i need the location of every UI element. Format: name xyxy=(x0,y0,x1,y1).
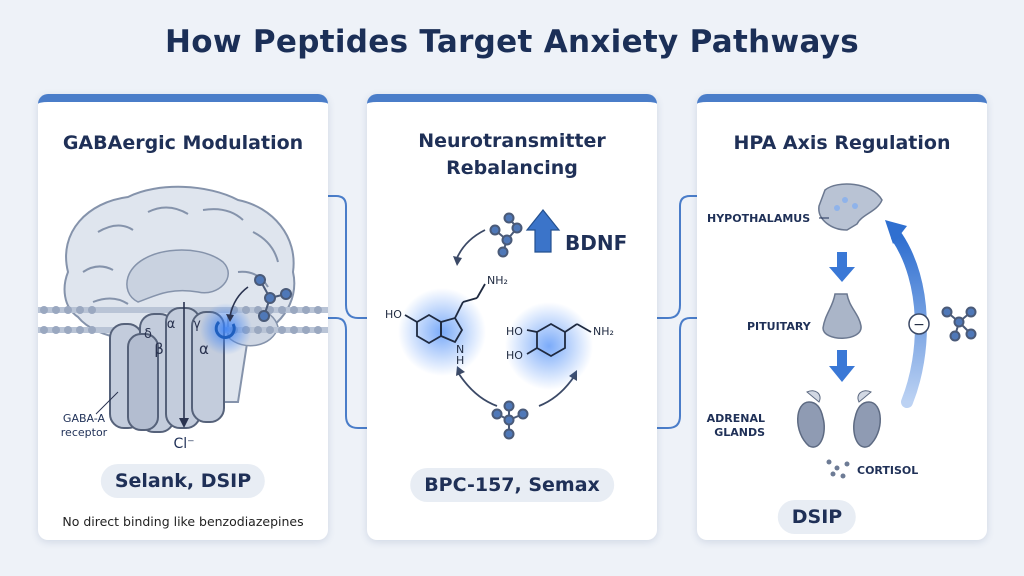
dopamine-glow xyxy=(505,302,593,390)
binding-glow xyxy=(200,303,252,355)
hypothalamus-label: HYPOTHALAMUS xyxy=(707,212,810,225)
connector-p3-bottom xyxy=(654,317,701,429)
pituitary-icon xyxy=(822,293,862,339)
subunit-label: α xyxy=(167,317,176,332)
receptor-label-line2: receptor xyxy=(61,426,108,439)
feedback-symbol: − xyxy=(913,317,925,333)
serotonin-glow xyxy=(398,288,486,376)
subunit-label: δ xyxy=(144,327,152,342)
peptide-molecule-icon xyxy=(489,212,523,258)
peptide-pill: Selank, DSIP xyxy=(100,464,266,498)
down-arrow-icon xyxy=(829,350,855,382)
inhibition-icon xyxy=(908,313,930,335)
chem-label: HO xyxy=(385,308,402,321)
panel-heading-line1: Neurotransmitter xyxy=(418,130,606,152)
adrenal-glands-icon xyxy=(797,401,881,448)
panel-neurotransmitter: Neurotransmitter Rebalancing xyxy=(367,94,657,540)
receptor-label-line1: GABA-A xyxy=(63,412,106,425)
dopamine-molecule xyxy=(526,322,592,358)
peptide-molecule-icon xyxy=(254,274,292,322)
bdnf-label: BDNF xyxy=(565,231,627,255)
ion-label: Cl⁻ xyxy=(173,436,194,452)
down-arrow-icon xyxy=(829,252,855,282)
peptide-pill: DSIP xyxy=(777,500,857,534)
panel-heading-line2: Rebalancing xyxy=(446,157,578,179)
subunit-label: γ xyxy=(193,317,201,332)
chem-label: N xyxy=(456,343,464,356)
peptide-molecule-icon xyxy=(491,400,529,440)
panel-heading: HPA Axis Regulation xyxy=(733,132,951,154)
panel-note: No direct binding like benzodiazepines xyxy=(62,514,304,529)
cortisol-label: CORTISOL xyxy=(857,464,918,477)
chem-label: H xyxy=(456,354,464,367)
chem-label: HO xyxy=(506,349,523,362)
panel-hpa-axis: HPA Axis Regulation HYPOTHALAMUS PITUITA… xyxy=(697,94,987,540)
brain-receptor-illustration: δ α γ β α GABA-A receptor Cl⁻ xyxy=(38,185,328,452)
peptide-molecule-icon xyxy=(941,306,977,342)
subunit-label: α xyxy=(199,340,209,358)
connector-p3-top xyxy=(654,195,701,319)
gaba-a-receptor-icon xyxy=(109,307,225,433)
serotonin-molecule xyxy=(404,283,486,345)
page-title: How Peptides Target Anxiety Pathways xyxy=(165,24,859,60)
adrenal-label-line1: ADRENAL xyxy=(707,412,765,425)
chem-label: HO xyxy=(506,325,523,338)
pituitary-label: PITUITARY xyxy=(747,320,812,333)
chem-label: NH₂ xyxy=(593,325,614,338)
connector-p1-top xyxy=(317,195,373,319)
connector-p1-bottom xyxy=(317,317,373,429)
adrenal-label-line2: GLANDS xyxy=(714,426,765,439)
neurotransmitter-illustration: BDNF HO NH₂ N H HO HO NH₂ xyxy=(385,209,627,440)
hypothalamus-icon xyxy=(818,183,883,231)
bdnf-up-arrow xyxy=(525,209,561,253)
hpa-axis-illustration: HYPOTHALAMUS PITUITARY ADRENAL GLANDS CO… xyxy=(707,183,977,479)
subunit-label: β xyxy=(154,340,164,358)
chem-label: NH₂ xyxy=(487,274,508,287)
peptide-pill: BPC-157, Semax xyxy=(410,468,614,502)
panel-heading: GABAergic Modulation xyxy=(62,132,304,154)
panel-gabaergic: GABAergic Modulation xyxy=(38,94,328,540)
